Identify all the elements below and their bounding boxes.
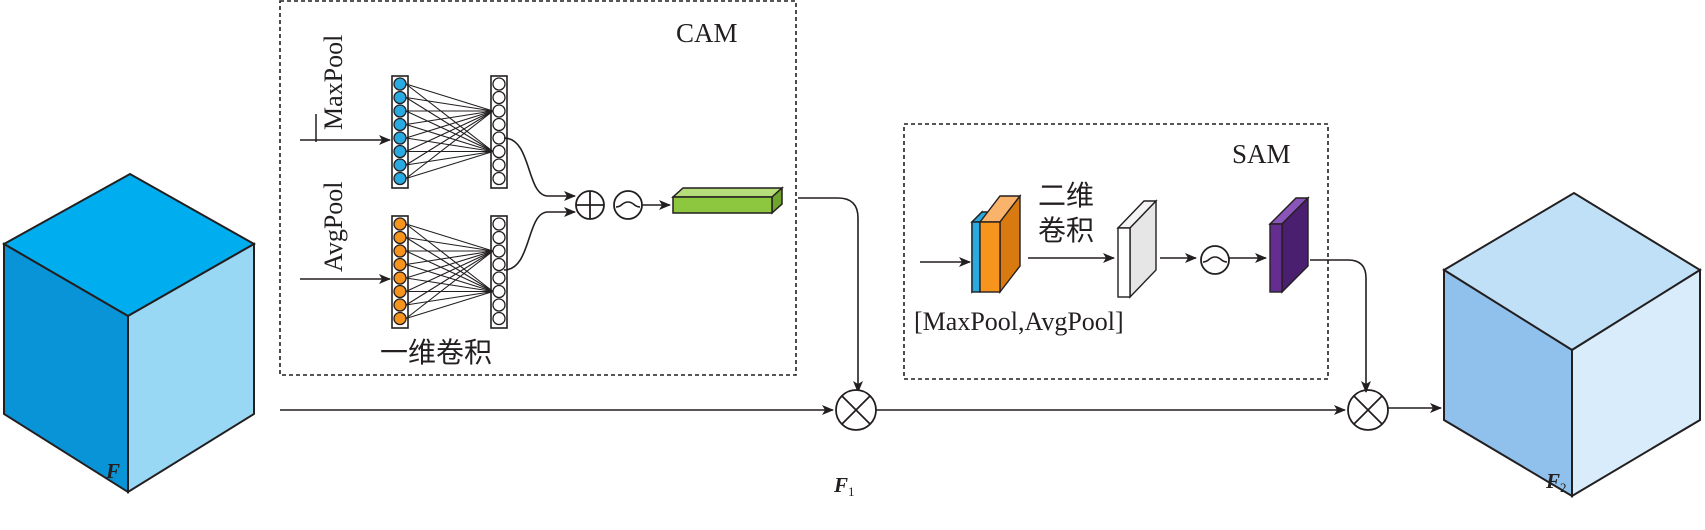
- avgpool-input-node: [393, 217, 407, 231]
- maxpool-input-node: [393, 90, 407, 105]
- conv2d-label-line1: 二维: [1038, 179, 1094, 212]
- avgpool-output-node: [492, 230, 506, 245]
- avgpool-connection: [405, 250, 494, 266]
- maxpool-input-node: [393, 131, 407, 145]
- maxpool-connection: [405, 110, 494, 139]
- avgpool-connection: [405, 223, 494, 252]
- avgpool-connection: [405, 250, 494, 306]
- label-f: F: [105, 459, 120, 483]
- maxpool-connection: [405, 110, 494, 179]
- channel-attention-vector: [671, 186, 784, 215]
- avgpool-output-node: [492, 284, 506, 299]
- maxpool-connection: [405, 150, 494, 180]
- avgpool-output-node: [492, 298, 506, 312]
- multiply-operator-1: [835, 389, 877, 431]
- maxpool-input-node: [393, 144, 407, 159]
- avg-to-sum-curve: [503, 207, 576, 271]
- maxpool-input-node: [393, 117, 407, 132]
- maxpool-output-node: [492, 77, 506, 91]
- maxpool-output-node: [492, 131, 506, 145]
- sam-label: SAM: [1232, 139, 1291, 169]
- avgpool-input-node: [393, 311, 407, 326]
- maxpool-connection: [405, 110, 494, 166]
- avgpool-output-node: [492, 217, 506, 231]
- avgpool-conv1d-branch: [391, 215, 508, 329]
- maxpool-conv1d-branch: [391, 75, 508, 189]
- avgpool-connection: [405, 290, 494, 320]
- avgpool-connection: [405, 250, 494, 319]
- avgpool-input-column: [391, 215, 409, 329]
- avgpool-connection: [405, 236, 494, 252]
- maxpool-input-node: [393, 77, 407, 91]
- maxpool-output-node: [492, 158, 506, 172]
- maxpool-connection: [405, 110, 494, 126]
- avgpool-input-node: [393, 230, 407, 245]
- avgpool-connection: [405, 250, 494, 292]
- conv1d-label: 一维卷积: [380, 336, 492, 369]
- label-f1: F1: [833, 473, 855, 499]
- avgpool-output-node: [492, 271, 506, 285]
- avgpool-output-node: [492, 244, 506, 258]
- maxpool-input-node: [393, 104, 407, 118]
- cam-box: [279, 0, 797, 376]
- maxpool-output-node: [492, 144, 506, 159]
- maxpool-input-node: [393, 171, 407, 186]
- avgpool-input-node: [393, 298, 407, 312]
- maxpool-output-node: [492, 104, 506, 118]
- maxpool-output-node: [492, 171, 506, 186]
- concat-feature-maps: [970, 193, 1022, 295]
- avgpool-label: AvgPool: [319, 181, 348, 272]
- maxpool-connection: [405, 96, 494, 112]
- concat-label: [MaxPool,AvgPool]: [914, 307, 1124, 336]
- avgpool-connection: [405, 250, 494, 279]
- maxpool-input-column: [391, 75, 409, 189]
- input-feature-cube: [1, 172, 257, 494]
- multiply-operator-2: [1347, 389, 1389, 431]
- cam-label: CAM: [676, 18, 738, 48]
- avgpool-input-node: [393, 284, 407, 299]
- avgpool-input-node: [393, 244, 407, 258]
- avgpool-connection: [405, 290, 494, 306]
- spatial-attention-map: [1268, 196, 1310, 294]
- maxpool-label: MaxPool: [319, 35, 348, 130]
- sigmoid-operator-sam: [1200, 245, 1230, 275]
- output-feature-cube: [1442, 191, 1702, 498]
- conv2d-label-line2: 卷积: [1038, 214, 1094, 247]
- sam-to-multiply-arrow: [1310, 259, 1371, 393]
- avgpool-output-column: [490, 215, 508, 329]
- maxpool-output-node: [492, 90, 506, 105]
- maxpool-input-node: [393, 158, 407, 172]
- maxpool-connection: [405, 110, 494, 152]
- label-f2: F2: [1545, 469, 1567, 495]
- avgpool-input-node: [393, 257, 407, 272]
- max-to-sum-curve: [503, 137, 576, 201]
- maxpool-output-column: [490, 75, 508, 189]
- avgpool-output-node: [492, 257, 506, 272]
- maxpool-connection: [405, 150, 494, 166]
- maxpool-connection: [405, 83, 494, 112]
- sigmoid-operator-cam: [613, 190, 643, 220]
- conv2d-feature-map: [1116, 199, 1158, 299]
- maxpool-output-node: [492, 117, 506, 132]
- avgpool-input-node: [393, 271, 407, 285]
- sam-box: [903, 123, 1329, 380]
- avgpool-output-node: [492, 311, 506, 326]
- sum-operator: [575, 190, 605, 220]
- cam-to-multiply-arrow: [798, 197, 863, 393]
